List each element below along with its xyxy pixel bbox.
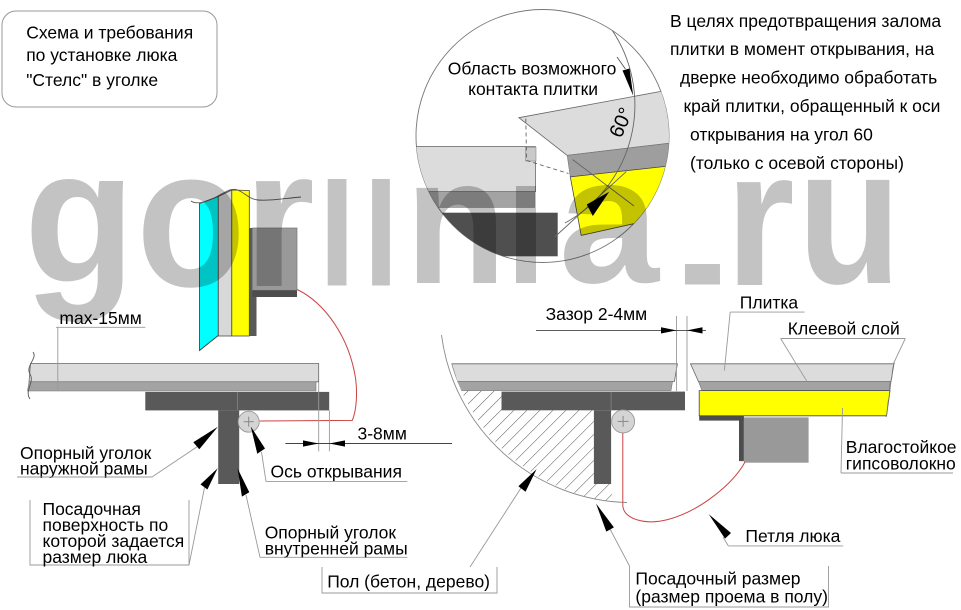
svg-text:l: l [506,162,547,312]
svg-text:по установке люка: по установке люка [26,45,177,65]
svg-text:u: u [798,106,902,325]
svg-text:g: g [24,110,135,323]
svg-text:Зазор 2-4мм: Зазор 2-4мм [546,304,648,324]
svg-text:a: a [559,120,661,321]
svg-text:(размер проема в полу): (размер проема в полу) [635,587,828,607]
svg-text:открывания на угол 60: открывания на угол 60 [690,124,873,144]
svg-text:поверхность по: поверхность по [43,515,169,535]
svg-text:Клеевой слой: Клеевой слой [788,319,900,339]
svg-text:плитки в момент открывания, на: плитки в момент открывания, на [670,39,934,59]
svg-text:r: r [725,109,794,327]
svg-text:3-8мм: 3-8мм [358,424,407,444]
svg-text:Ось открывания: Ось открывания [271,462,402,482]
svg-text:.: . [668,160,737,314]
svg-text:край плитки, обращенный к оси: край плитки, обращенный к оси [684,96,941,116]
svg-text:Опорный уголок: Опорный уголок [20,443,152,463]
svg-text:"Стелс" в уголке: "Стелс" в уголке [26,70,158,90]
svg-text:Петля люка: Петля люка [745,526,840,546]
svg-text:l: l [363,154,399,318]
svg-text:(только с осевой стороны): (только с осевой стороны) [690,153,904,173]
svg-text:r: r [244,108,315,329]
svg-text:дверке необходимо обработать: дверке необходимо обработать [680,68,937,88]
svg-text:гипсоволокно: гипсоволокно [846,453,956,473]
svg-text:Область возможного: Область возможного [448,59,617,79]
svg-text:В целях предотвращения залома: В целях предотвращения залома [670,11,941,31]
svg-text:Посадочный размер: Посадочный размер [635,569,800,589]
svg-text:контакта плитки: контакта плитки [468,79,598,99]
svg-text:max-15мм: max-15мм [59,308,141,328]
svg-text:l: l [318,154,356,318]
svg-text:o: o [136,107,245,328]
svg-text:Опорный уголок: Опорный уголок [265,522,397,542]
svg-text:которой задается: которой задается [43,531,185,551]
svg-text:размер люка: размер люка [43,547,148,567]
svg-text:Пол (бетон, дерево): Пол (бетон, дерево) [327,572,490,592]
svg-text:Посадочная: Посадочная [43,499,141,519]
svg-text:Схема и требования: Схема и требования [26,23,193,43]
svg-text:внутренней рамы: внутренней рамы [265,538,408,558]
svg-text:наружной рамы: наружной рамы [20,458,148,478]
svg-text:n: n [406,120,507,321]
svg-text:Влагостойкое: Влагостойкое [846,437,957,457]
svg-text:Плитка: Плитка [740,293,799,313]
